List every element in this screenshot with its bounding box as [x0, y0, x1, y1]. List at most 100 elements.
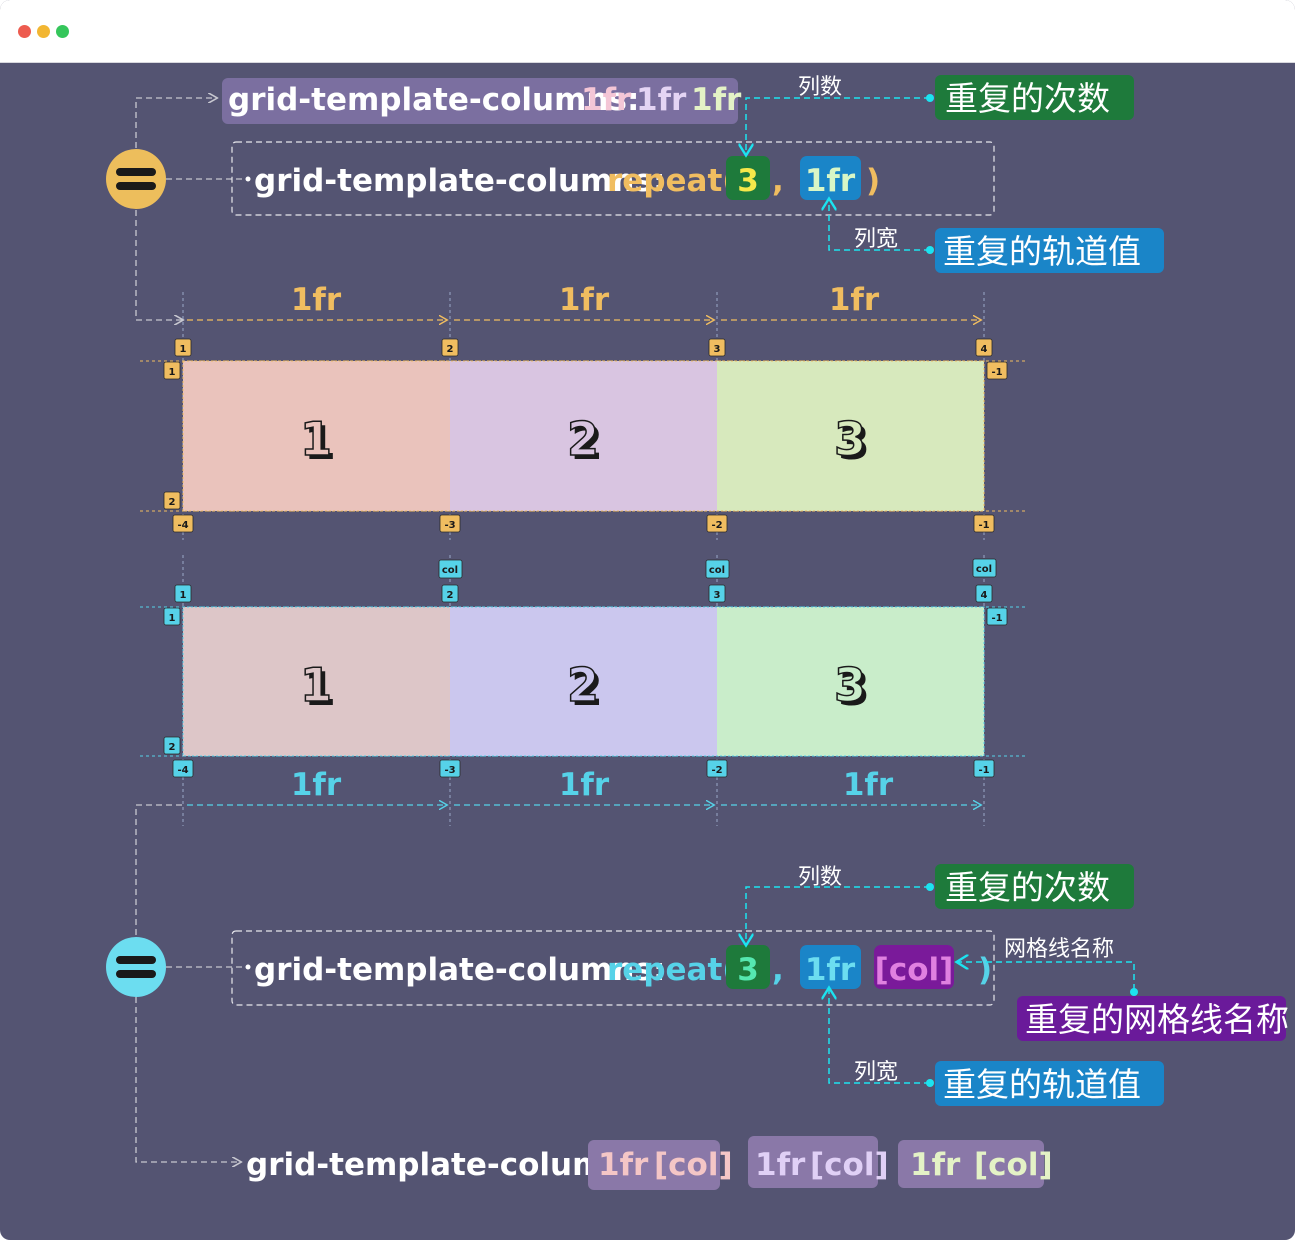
line-number-badge: 4: [975, 338, 993, 357]
top-explicit-declaration: grid-template-columns: 1fr 1fr 1fr: [222, 78, 742, 124]
annotation-dot: [926, 1079, 934, 1087]
repeat-property: grid-template-columns:: [254, 163, 665, 199]
svg-text:1: 1: [180, 344, 187, 355]
cell-number-shadow: 3: [838, 416, 870, 470]
explicit-name: [col]: [810, 1147, 889, 1183]
repeat-count: 3: [737, 163, 759, 199]
width-tag: [935, 228, 1164, 273]
line-number-badge: -1: [973, 514, 995, 533]
count-label: 列数: [798, 865, 842, 890]
grid-outline: [182, 606, 985, 757]
annotation-dot: [926, 94, 934, 102]
highlight-band: [588, 1140, 720, 1190]
equals-badge-bottom: [106, 937, 166, 997]
explicit-track: 1fr: [910, 1147, 961, 1183]
zoom-window-button[interactable]: [56, 25, 69, 38]
repeat-function: repeat(: [607, 163, 736, 199]
cell-number: 1: [300, 658, 332, 712]
name-label: 网格线名称: [1004, 937, 1114, 962]
svg-text:-1: -1: [991, 613, 1002, 624]
highlight-band: [898, 1140, 1044, 1188]
line-number-badge: 1: [174, 584, 192, 603]
line-name-tag: col: [972, 558, 997, 578]
cell-number-shadow: 1: [304, 662, 336, 716]
grid-1: 1fr 1fr 1fr 1 1 2 2 3 3 1 2 3 4 -4 -3: [140, 282, 1025, 540]
count-annotation-line: [746, 97, 930, 154]
grid-cell: [717, 361, 984, 511]
svg-text:4: 4: [981, 590, 988, 601]
count-label: 列数: [798, 75, 842, 100]
annotation-dot: [926, 883, 934, 891]
line-number-badge: -1: [973, 759, 995, 778]
width-annotation-line: [829, 989, 930, 1084]
svg-text:-4: -4: [177, 520, 188, 531]
svg-text:-3: -3: [444, 765, 455, 776]
line-number-badge: 3: [708, 338, 726, 357]
width-label: 列宽: [854, 1060, 898, 1085]
close-paren: ): [866, 163, 880, 199]
svg-text:3: 3: [714, 590, 721, 601]
cell-number: 2: [567, 412, 599, 466]
repeat-count: 3: [737, 952, 759, 988]
comma: ,: [772, 163, 784, 199]
count-tag: [935, 75, 1134, 120]
cell-number: 3: [834, 412, 866, 466]
line-number-badge: 1: [163, 607, 181, 626]
close-window-button[interactable]: [18, 25, 31, 38]
name-tag-text: 重复的网格线名称: [1025, 1000, 1289, 1039]
svg-text:col: col: [976, 564, 992, 575]
track-label: 1fr: [291, 282, 342, 318]
svg-text:col: col: [442, 565, 458, 576]
equals-icon: [116, 956, 156, 964]
cell-number-shadow: 1: [304, 416, 336, 470]
explicit-name: [col]: [654, 1147, 733, 1183]
track-label: 1fr: [559, 282, 610, 318]
explicit-value-1: 1fr: [581, 82, 632, 118]
count-tag-text: 重复的次数: [945, 79, 1110, 118]
line-number-badge: 2: [441, 338, 459, 357]
svg-text:col: col: [709, 565, 725, 576]
name-annotation-line: [958, 962, 1135, 990]
svg-text:4: 4: [981, 344, 988, 355]
repeat-property: grid-template-columns:: [254, 952, 665, 988]
connector-line: [135, 98, 216, 148]
dashed-frame: [231, 930, 995, 1006]
svg-text:1: 1: [169, 613, 176, 624]
grid-cell: [717, 607, 984, 756]
cell-number-shadow: 3: [838, 662, 870, 716]
minimize-window-button[interactable]: [37, 25, 50, 38]
connector-line: [135, 210, 182, 320]
highlight-band: [222, 78, 738, 124]
name-tag: [1017, 996, 1286, 1041]
svg-text:1: 1: [180, 590, 187, 601]
track-label: 1fr: [559, 767, 610, 803]
line-number-badge: -4: [172, 759, 194, 778]
line-number-badge: 2: [163, 491, 181, 510]
count-badge: [726, 156, 770, 200]
line-number-badge: -3: [439, 759, 461, 778]
explicit-property: grid-template-columns:: [228, 82, 639, 118]
width-label: 列宽: [854, 227, 898, 252]
line-number-badge: -3: [439, 514, 461, 533]
line-number-badge: -2: [706, 514, 728, 533]
repeat-track: 1fr: [805, 163, 856, 199]
track-badge: [800, 945, 861, 989]
connector-line: [135, 997, 240, 1162]
top-repeat-declaration: grid-template-columns: repeat( 3 , 1fr ): [231, 141, 995, 216]
dashed-frame: [231, 141, 995, 216]
cell-number: 2: [567, 658, 599, 712]
close-paren: ): [978, 952, 992, 988]
width-annotation-line: [829, 200, 930, 251]
line-number-badge: 3: [708, 584, 726, 603]
svg-text:-1: -1: [978, 765, 989, 776]
cell-number-shadow: 2: [571, 662, 603, 716]
annotation-dot: [1130, 988, 1138, 996]
explicit-track: 1fr: [755, 1147, 806, 1183]
svg-text:-2: -2: [711, 520, 722, 531]
highlight-band: [748, 1136, 878, 1188]
count-tag-text: 重复的次数: [945, 868, 1110, 907]
count-tag: [935, 864, 1134, 909]
grid-cell: [183, 607, 450, 756]
line-name-tag: col: [438, 559, 463, 579]
